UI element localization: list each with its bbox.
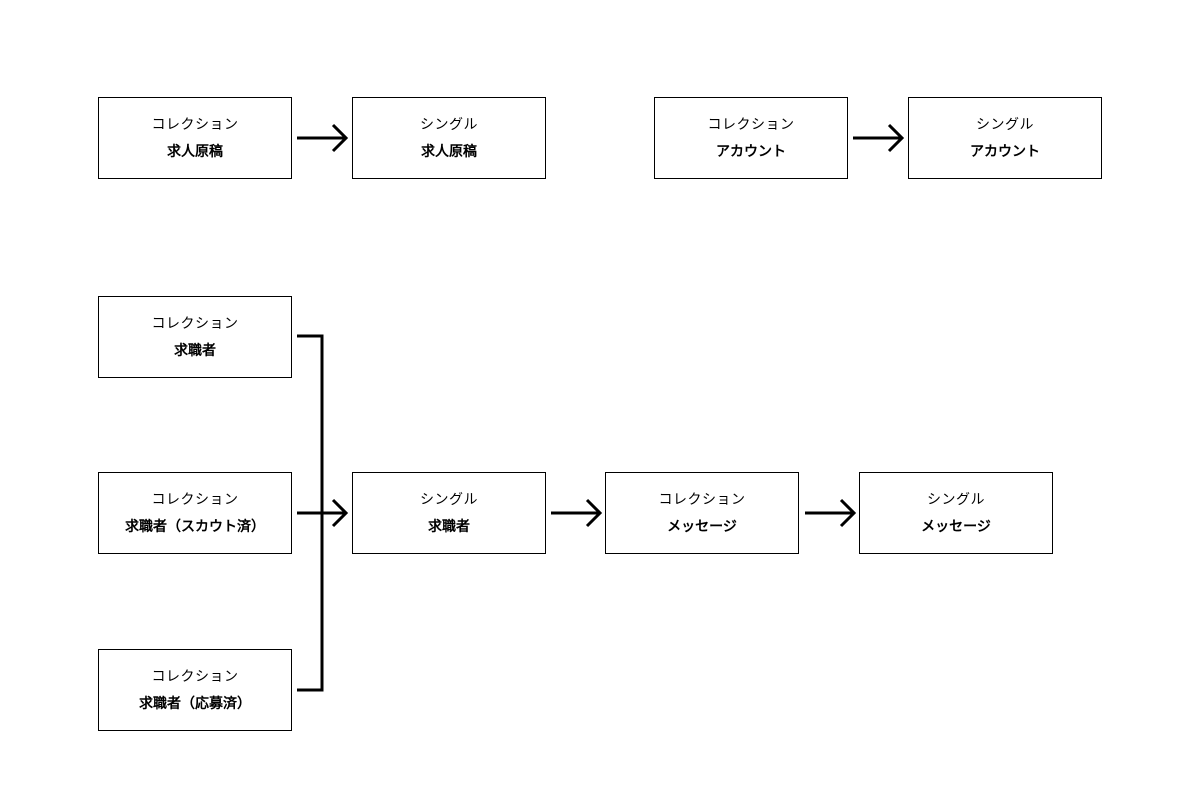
node-message-collection: コレクション メッセージ — [605, 472, 799, 554]
node-label: アカウント — [970, 143, 1040, 160]
node-label: 求職者（スカウト済） — [125, 518, 265, 535]
node-jobseeker-applied-collection: コレクション 求職者（応募済） — [98, 649, 292, 731]
node-kind: コレクション — [151, 315, 239, 332]
edge-n9-n10 — [805, 498, 857, 528]
node-kind: コレクション — [151, 116, 239, 133]
node-label: アカウント — [716, 143, 786, 160]
node-account-single: シングル アカウント — [908, 97, 1102, 179]
node-kind: シングル — [420, 491, 478, 508]
node-kind: コレクション — [658, 491, 746, 508]
node-kind: コレクション — [151, 491, 239, 508]
node-label: 求人原稿 — [421, 143, 477, 160]
edge-n1-n2 — [297, 123, 349, 153]
node-job-posting-collection: コレクション 求人原稿 — [98, 97, 292, 179]
node-label: 求職者 — [174, 342, 216, 359]
edge-n8-n9 — [551, 498, 603, 528]
node-jobseeker-scouted-collection: コレクション 求職者（スカウト済） — [98, 472, 292, 554]
node-kind: シングル — [927, 491, 985, 508]
node-kind: シングル — [976, 116, 1034, 133]
node-label: メッセージ — [667, 518, 737, 535]
node-account-collection: コレクション アカウント — [654, 97, 848, 179]
node-label: 求職者（応募済） — [139, 695, 251, 712]
node-jobseeker-collection: コレクション 求職者 — [98, 296, 292, 378]
node-label: 求職者 — [428, 518, 470, 535]
edge-merge-to-n8 — [297, 334, 349, 692]
node-job-posting-single: シングル 求人原稿 — [352, 97, 546, 179]
node-kind: シングル — [420, 116, 478, 133]
node-kind: コレクション — [707, 116, 795, 133]
node-label: 求人原稿 — [167, 143, 223, 160]
edge-n3-n4 — [853, 123, 905, 153]
node-kind: コレクション — [151, 668, 239, 685]
node-jobseeker-single: シングル 求職者 — [352, 472, 546, 554]
node-message-single: シングル メッセージ — [859, 472, 1053, 554]
node-label: メッセージ — [921, 518, 991, 535]
